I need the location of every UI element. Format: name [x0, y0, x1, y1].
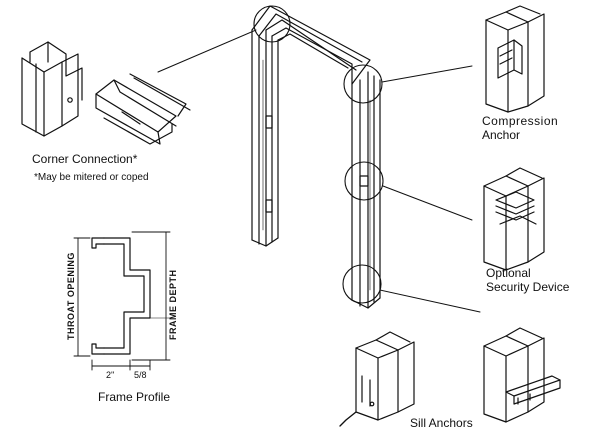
door-frame-drawing	[251, 5, 381, 309]
compression-anchor-label-line1: Compression	[482, 114, 559, 128]
sill-anchor-circle	[342, 264, 382, 304]
security-device-label-line2: Security Device	[486, 280, 570, 294]
corner-connection-drawing	[21, 41, 191, 145]
sill-anchors-label: Sill Anchors	[410, 416, 473, 430]
frame-profile-label: Frame Profile	[98, 390, 171, 404]
face-width-dimension-label: 2''	[106, 370, 115, 380]
frame-depth-dimension-label: FRAME DEPTH	[168, 269, 178, 341]
frame-profile-drawing	[73, 231, 171, 371]
compression-anchor-label-line2: Anchor	[482, 128, 521, 142]
compression-anchor-drawing	[485, 5, 545, 113]
corner-connection-label: Corner Connection*	[32, 152, 138, 166]
corner-connection-note: *May be mitered or coped	[34, 172, 149, 183]
sill-anchor-drawing-right	[483, 327, 561, 423]
return-dimension-label: 5/8	[134, 370, 147, 380]
sill-anchor-drawing-left	[339, 331, 415, 427]
detail-callout-circles	[253, 5, 384, 304]
security-device-drawing	[483, 167, 545, 271]
leader-lines	[157, 29, 481, 313]
compression-anchor-circle	[343, 64, 383, 104]
security-device-label-line1: Optional	[486, 266, 531, 280]
security-device-circle	[344, 161, 384, 201]
corner-detail-circle	[253, 5, 291, 43]
throat-opening-dimension-label: THROAT OPENING	[66, 252, 76, 340]
